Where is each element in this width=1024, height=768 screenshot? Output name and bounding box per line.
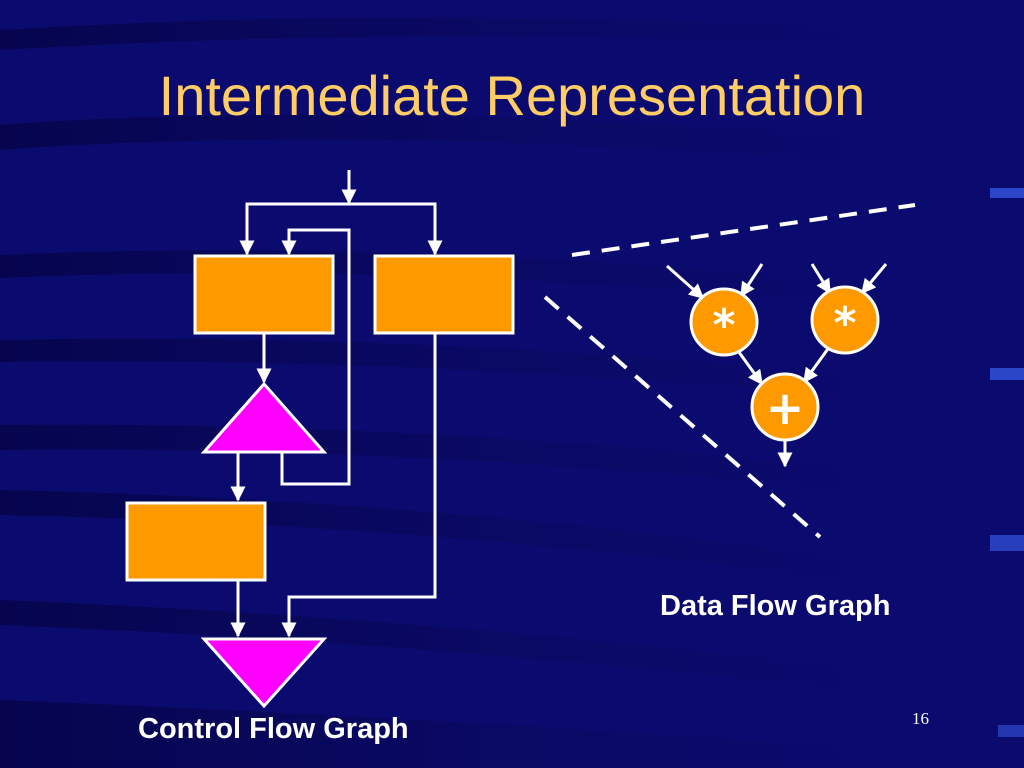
dfg-operator-label: * (712, 300, 735, 351)
dashed-separator (543, 203, 916, 539)
data-flow-graph-caption: Data Flow Graph (660, 590, 891, 622)
cfg-basic-block (373, 254, 515, 335)
control-flow-graph-caption: Control Flow Graph (138, 713, 409, 745)
dfg-operator-label: * (833, 298, 856, 349)
dfg-operator-label: + (766, 381, 805, 435)
edge-accent (990, 368, 1024, 380)
cfg-basic-block (193, 254, 335, 335)
slide-title: Intermediate Representation (158, 64, 866, 127)
cfg-edge-split-left (239, 202, 349, 256)
dfg-multiply-node: * (810, 285, 880, 355)
dfg-input-edge (739, 263, 764, 298)
cfg-branch-node (200, 381, 328, 454)
dfg-input-edge (860, 263, 888, 295)
dfg-multiply-node: * (689, 287, 759, 357)
edge-accent (990, 535, 1024, 551)
dfg-edge-mul-to-add (802, 345, 832, 384)
page-number: 16 (912, 709, 929, 728)
cfg-edge-right-to-merge (281, 333, 437, 638)
cfg-edge-split-right (349, 202, 443, 256)
dfg-add-node: + (750, 372, 820, 442)
dfg-input-edge (666, 264, 705, 300)
edge-accent (990, 188, 1024, 198)
dfg-input-edge (810, 263, 832, 295)
control-flow-graph (230, 170, 443, 638)
dfg-edge-mul-to-add (734, 347, 764, 386)
edge-accent (998, 725, 1024, 737)
cfg-merge-node (200, 637, 328, 709)
cfg-loop-back-edge (280, 228, 351, 486)
data-flow-graph (666, 263, 888, 468)
cfg-basic-block (125, 501, 267, 582)
